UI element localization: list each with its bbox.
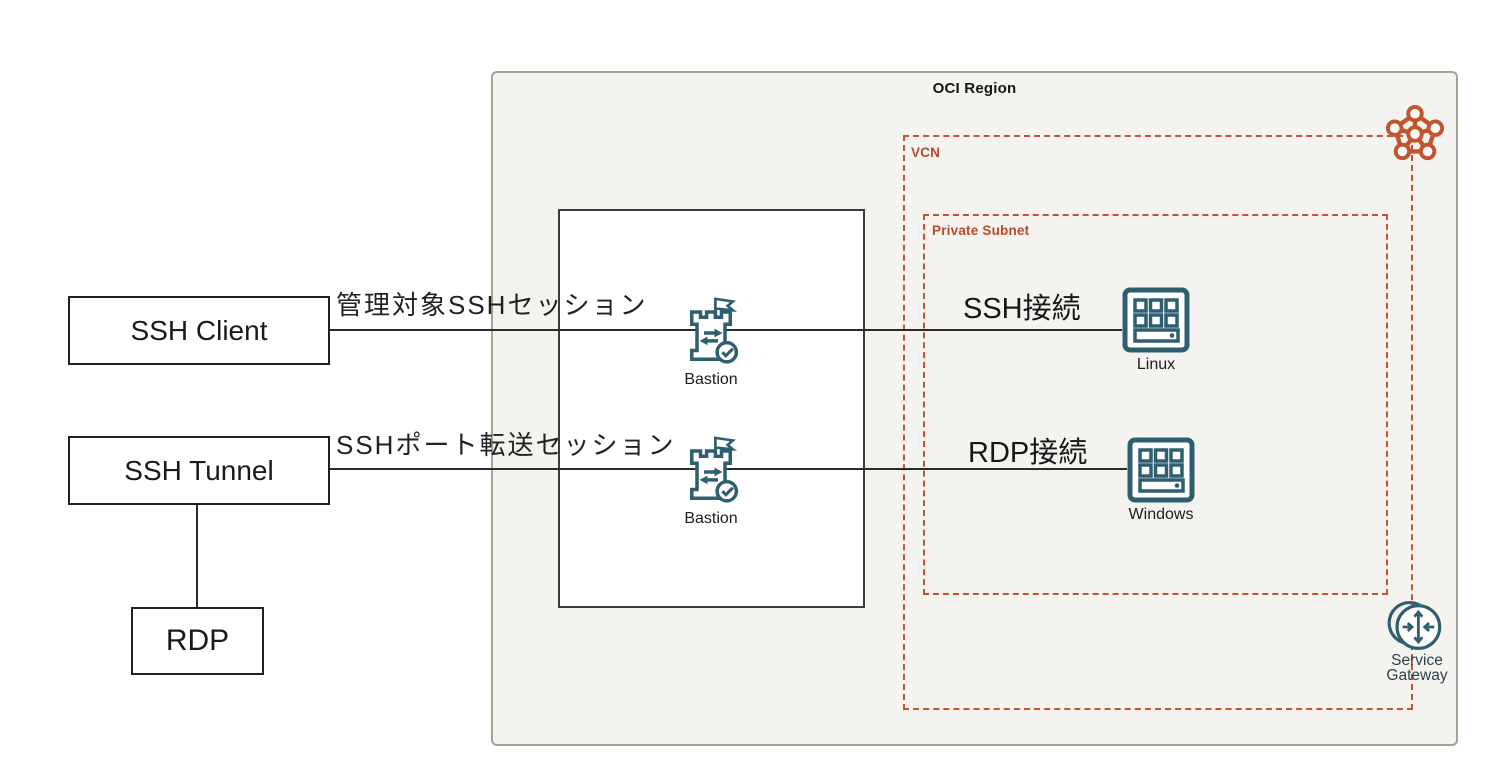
connector-port-forward-line [330, 468, 1127, 470]
bastion-bottom-caption: Bastion [684, 510, 738, 527]
windows-caption: Windows [1128, 506, 1194, 523]
rdp-label: RDP [165, 624, 230, 657]
vcn-boundary [903, 135, 1413, 710]
ssh-tunnel-label: SSH Tunnel [124, 454, 274, 486]
compute-server-icon [1122, 287, 1190, 353]
ssh-connection-label: SSH接続 [963, 293, 1081, 325]
linux-caption: Linux [1136, 356, 1176, 373]
bastion-castle-icon [683, 296, 739, 370]
vcn-label: VCN [911, 145, 941, 160]
service-gateway-caption-line2: Gateway [1386, 667, 1448, 684]
service-gateway-caption-line1: Service [1391, 652, 1443, 669]
rdp-connection-label: RDP接続 [968, 437, 1088, 469]
ssh-client-node: SSH Client [68, 296, 330, 365]
connector-tunnel-to-rdp-line [196, 504, 198, 608]
oci-region-title: OCI Region [932, 80, 1017, 97]
vcn-network-icon [1384, 104, 1446, 164]
bastion-top-caption: Bastion [684, 371, 738, 388]
ssh-tunnel-node: SSH Tunnel [68, 436, 330, 505]
bastion-service-box [558, 209, 865, 608]
port-forward-session-label: SSHポート転送セッション [336, 430, 676, 460]
compute-server-icon [1127, 437, 1195, 503]
service-gateway-icon [1386, 597, 1446, 657]
rdp-node: RDP [131, 607, 264, 675]
private-subnet-boundary [923, 214, 1388, 595]
bastion-castle-icon [683, 435, 739, 509]
managed-ssh-session-label: 管理対象SSHセッション [336, 290, 648, 320]
service-gateway-caption: Service Gateway [1355, 652, 1479, 684]
private-subnet-label: Private Subnet [932, 223, 1030, 238]
ssh-client-label: SSH Client [130, 314, 268, 346]
